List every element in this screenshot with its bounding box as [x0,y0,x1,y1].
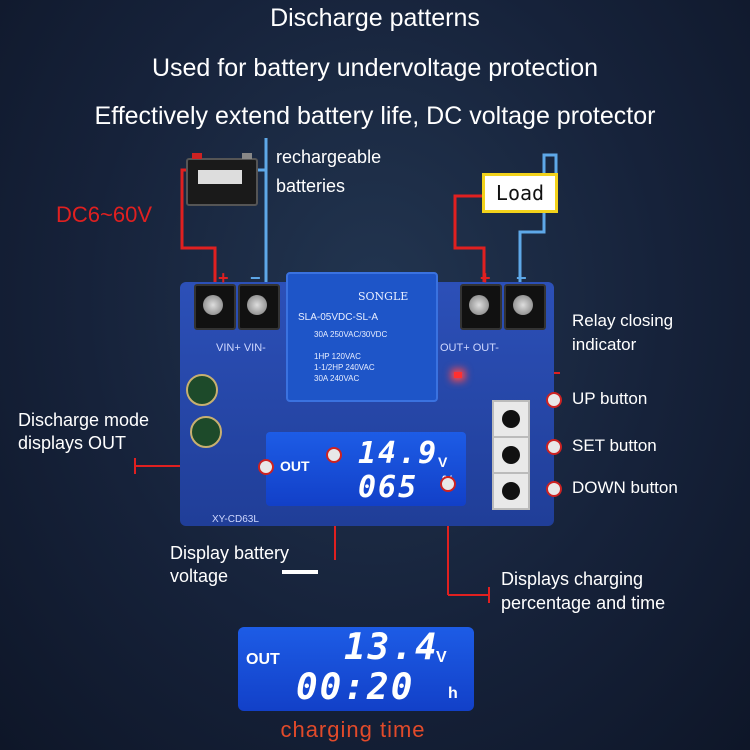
up-button[interactable] [492,400,530,438]
relay-spec-3: 1-1/2HP 240VAC [314,363,375,372]
capacitor-1 [186,374,218,406]
main-lcd-voltage-unit: V [438,454,448,470]
vin-minus-marker: − [250,268,261,288]
charging-time-caption: charging time [280,717,426,742]
relay-spec-1: 30A 250VAC/30VDC [314,330,388,339]
relay-label-1: Relay closing [572,311,674,330]
out-negative-terminal [504,284,546,330]
main-lcd: OUT 14.9 V 065 % [266,432,466,506]
out-mode-marker [258,459,274,475]
vin-negative-terminal [238,284,280,330]
relay-spec-2: 1HP 120VAC [314,352,361,361]
headline-3: Effectively extend battery life, DC volt… [94,102,656,130]
voltage-marker [326,447,342,463]
down-button[interactable] [492,472,530,510]
up-button-marker [546,392,562,408]
voltage-range-label: DC6~60V [56,202,153,227]
relay-indicator-led [454,372,462,378]
charging-lcd-mode: OUT [246,651,280,668]
headline-1: Discharge patterns [270,4,480,32]
out-positive-terminal [460,284,502,330]
up-button-label: UP button [572,389,648,408]
vin-label: VIN+ VIN- [216,342,266,354]
charging-lcd-voltage-unit: V [436,649,447,666]
out-label: OUT+ OUT- [440,342,499,354]
out-minus-marker: − [516,268,527,288]
controller-board: VIN+ VIN- OUT+ OUT- SONGLE SLA-05VDC-SL-… [180,272,554,526]
out-plus-marker: + [480,268,491,288]
relay-label-2: indicator [572,335,637,354]
display-voltage-label-1: Display battery [170,543,290,563]
discharge-label-2: displays OUT [18,433,127,453]
vin-positive-terminal [194,284,236,330]
charging-lcd-time: 00:20 [296,667,415,708]
load-box: Load [482,173,558,213]
main-lcd-mode: OUT [280,458,310,474]
display-percent-label-2: percentage and time [501,593,666,613]
set-button[interactable] [492,436,530,474]
relay: SONGLE SLA-05VDC-SL-A 30A 250VAC/30VDC 1… [286,272,438,402]
display-percent-label-1: Displays charging [501,569,644,589]
main-lcd-voltage: 14.9 [358,436,439,471]
display-voltage-label-2: voltage [170,566,229,586]
vin-plus-marker: + [218,268,229,288]
set-button-marker [546,439,562,455]
battery-label-2: batteries [276,176,346,196]
discharge-label-1: Discharge mode [18,410,150,430]
relay-spec-4: 30A 240VAC [314,374,360,383]
charging-time-lcd: OUT 13.4 V 00:20 h [238,627,474,711]
capacitor-2 [190,416,222,448]
charging-lcd-time-unit: h [448,685,458,702]
battery-icon [186,153,258,206]
main-lcd-percent: 065 [358,470,419,505]
percent-marker [440,476,456,492]
set-button-label: SET button [572,436,657,455]
load-positive-wire [453,194,486,290]
charging-lcd-voltage: 13.4 [344,627,439,668]
headline-2: Used for battery undervoltage protection [151,54,599,82]
model-label: XY-CD63L [212,514,259,525]
down-button-label: DOWN button [572,478,678,497]
battery-label-1: rechargeable [276,147,382,167]
relay-model: SLA-05VDC-SL-A [298,312,379,323]
down-button-marker [546,481,562,497]
relay-brand: SONGLE [358,290,409,303]
